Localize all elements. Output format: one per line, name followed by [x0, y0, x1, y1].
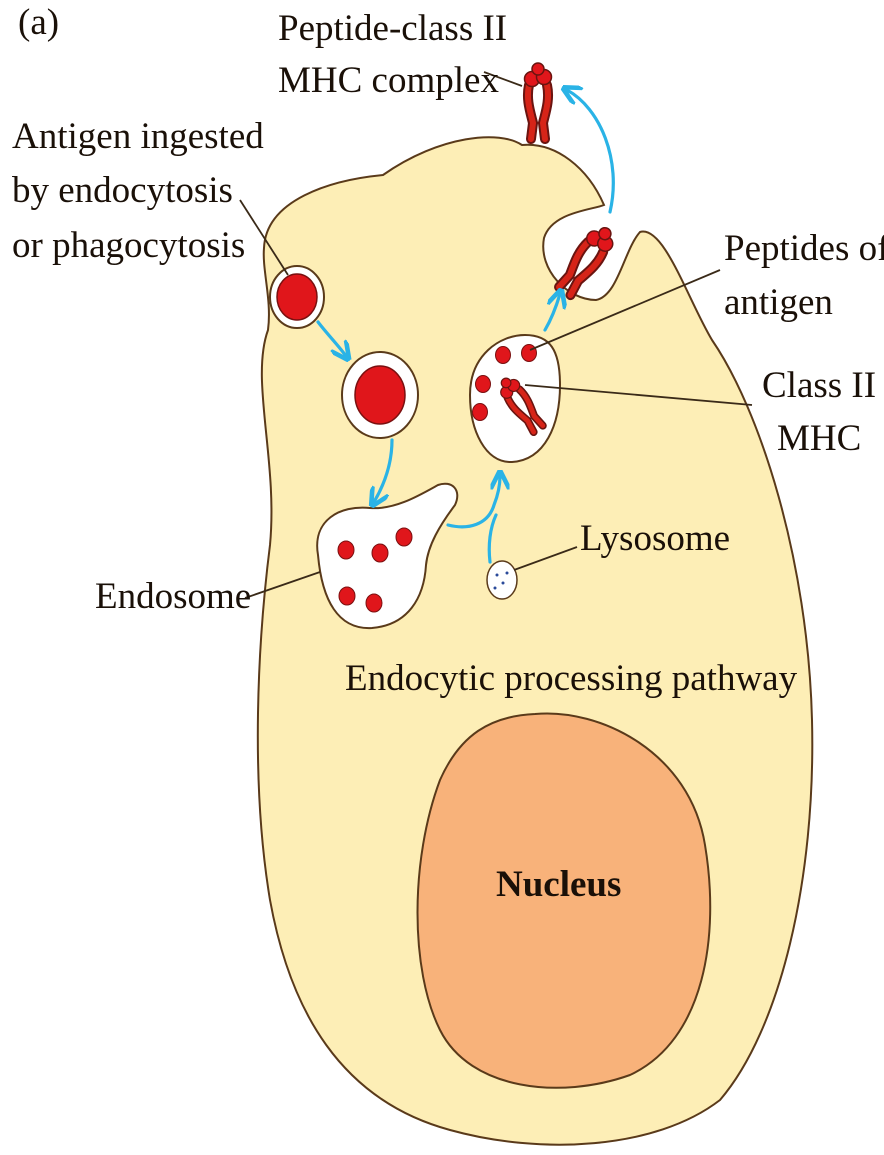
- antigen-ingested-label-line1: Antigen ingested: [12, 116, 264, 157]
- lysosome: [487, 561, 517, 599]
- antigen-ingested-label-line3: or phagocytosis: [12, 225, 245, 266]
- surface-mhc-complex: [525, 63, 552, 139]
- lysosome-label: Lysosome: [580, 518, 730, 559]
- mhc-complex-label-line1: Peptide-class II: [278, 8, 507, 49]
- mhc-complex-in-pit: [554, 221, 620, 299]
- nucleus-label: Nucleus: [496, 864, 621, 905]
- internalized-antigen-vesicle: [342, 352, 418, 438]
- class-ii-label-line2: MHC: [777, 418, 861, 459]
- pathway-label: Endocytic processing pathway: [345, 658, 798, 699]
- endosome-label: Endosome: [95, 576, 251, 617]
- peptides-label-line1: Peptides of: [724, 228, 884, 269]
- class-ii-label-line1: Class II: [762, 365, 876, 406]
- mhc-complex-label-line2: MHC complex: [278, 60, 499, 101]
- antigen-ingested-label-line2: by endocytosis: [12, 170, 233, 211]
- ingested-antigen-vesicle: [270, 266, 324, 328]
- peptides-label-line2: antigen: [724, 282, 833, 323]
- panel-label: (a): [18, 2, 59, 43]
